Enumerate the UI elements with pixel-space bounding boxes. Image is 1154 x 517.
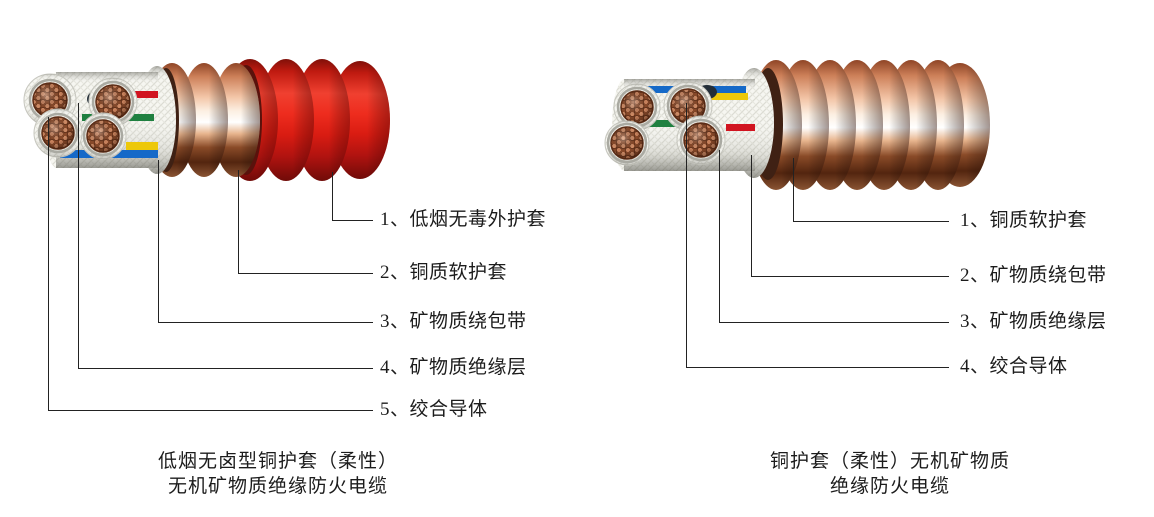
caption-left-line1: 低烟无卤型铜护套（柔性） — [157, 451, 398, 472]
layer-label-right-4: 4、绞合导体 — [960, 356, 1068, 377]
layer-label-left-1: 1、低烟无毒外护套 — [380, 209, 547, 230]
caption-right-line1: 铜护套（柔性）无机矿物质 — [769, 451, 1010, 472]
leader-line-right-4 — [686, 103, 949, 368]
cable-right-illustration — [604, 60, 990, 190]
layer-label-left-2: 2、铜质软护套 — [380, 262, 508, 283]
layer-label-left-3: 3、矿物质绕包带 — [380, 311, 527, 332]
core-bottom-center-right — [676, 115, 726, 165]
leader-line-right-1 — [793, 158, 949, 222]
leader-line-left-2 — [238, 170, 373, 274]
layer-label-right-1: 1、铜质软护套 — [960, 210, 1088, 231]
core-bottom-middle-left — [79, 112, 127, 160]
layer-label-right-3: 3、矿物质绝缘层 — [960, 311, 1107, 332]
layer-label-left-5: 5、绞合导体 — [380, 399, 488, 420]
cable-left-illustration — [23, 59, 390, 181]
leader-line-left-5 — [48, 117, 373, 411]
leader-line-right-2 — [751, 155, 949, 277]
leader-line-left-3 — [158, 160, 373, 323]
layer-label-right-2: 2、矿物质绕包带 — [960, 265, 1107, 286]
core-bottom-left-right — [604, 120, 650, 166]
caption-right-line2: 绝缘防火电缆 — [829, 476, 950, 497]
core-bottom-left-left — [33, 108, 83, 158]
cable-illustrations — [23, 59, 990, 190]
caption-left-cable: 低烟无卤型铜护套（柔性） 无机矿物质绝缘防火电缆 — [118, 449, 438, 499]
leader-line-left-4 — [78, 103, 373, 369]
leader-line-right-3 — [719, 150, 949, 323]
leader-line-left-1 — [332, 172, 373, 221]
caption-left-line2: 无机矿物质绝缘防火电缆 — [167, 476, 388, 497]
caption-right-cable: 铜护套（柔性）无机矿物质 绝缘防火电缆 — [730, 449, 1050, 499]
layer-label-left-4: 4、矿物质绝缘层 — [380, 357, 527, 378]
